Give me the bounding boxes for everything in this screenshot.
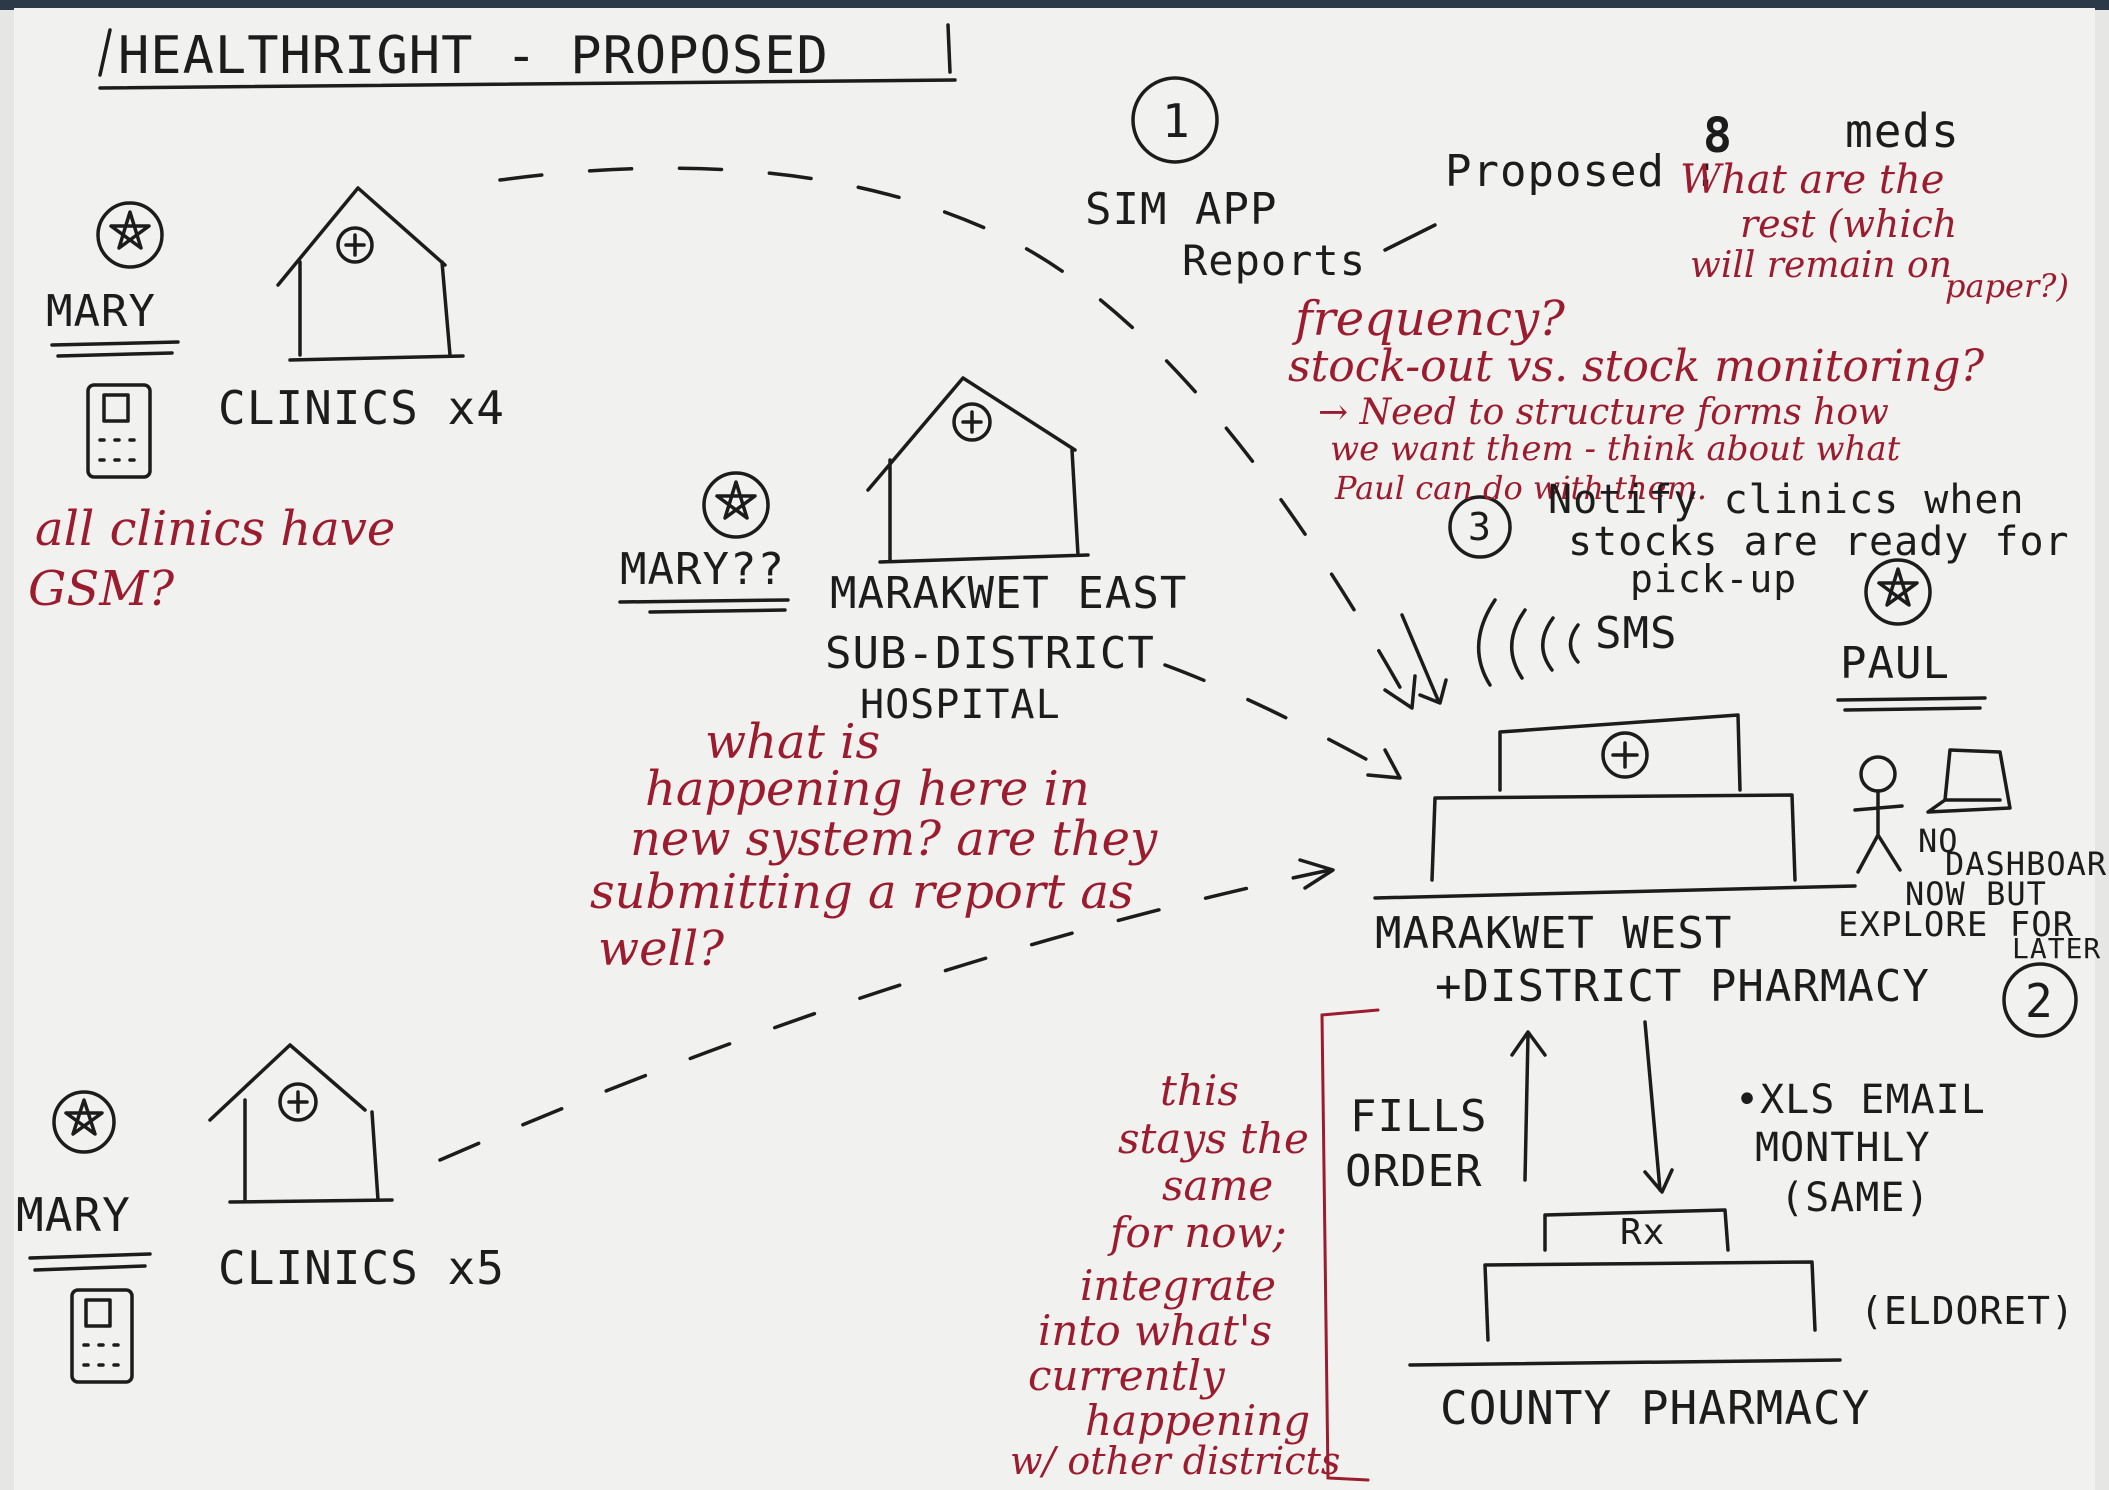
title-frame [98,23,957,90]
note-stays-same-9: w/ other districts [1010,1439,1341,1483]
diagram-title: HEALTHRIGHT - PROPOSED [118,26,829,86]
county-pharmacy-building [1408,1208,1842,1367]
note-stays-same-8: happening [1085,1396,1311,1445]
district-pharmacy-line-1: MARAKWET WEST [1375,908,1733,959]
reports-label: Reports [1182,236,1367,285]
arrowhead-hospital [1366,748,1402,780]
note-stays-same-7: currently [1028,1351,1225,1400]
note-frequency: frequency? [1295,291,1565,347]
note-what-rest-1: What are the [1680,157,1945,203]
note-stays-same-4: for now; [1110,1208,1287,1257]
sub-district-line-1: MARAKWET EAST [830,568,1188,619]
eldoret-label: (ELDORET) [1860,1289,2075,1333]
note-happening-2: happening here in [645,761,1090,817]
rx-label: Rx [1620,1212,1666,1253]
paul-underline [1836,696,1987,712]
note-what-rest-4: paper?) [1945,267,2069,305]
note-happening-5: well? [598,921,724,977]
star-icon-mary-bottom [52,1090,116,1154]
step-1-label: 1 [1162,94,1191,148]
sms-wave-icon [1477,598,1580,687]
step-2-circle [2002,962,2078,1038]
xls-email-1: •XLS EMAIL [1735,1077,1986,1123]
step-2-label: 2 [2025,974,2054,1028]
sim-proposed-connector [1383,223,1437,252]
note-stays-same-3: same [1162,1161,1274,1210]
star-icon-paul [1864,558,1932,626]
paul-label: PAUL [1840,638,1950,689]
fills-order-1: FILLS [1350,1091,1488,1142]
arrowhead-bottom [1298,858,1335,890]
dashed-arrow-hospital [1163,663,1397,777]
clinics-top-label: CLINICS x4 [218,381,505,435]
laptop-icon [1926,748,2012,814]
mary-top-underline [50,340,180,358]
note-happening-1: what is [705,714,881,770]
no-dashboard-4: EXPLORE FOR [1838,905,2075,945]
district-pharmacy-line-2: +DISTRICT PHARMACY [1435,961,1930,1012]
county-pharmacy-label: COUNTY PHARMACY [1440,1381,1871,1435]
clinic-house-bottom [208,1043,394,1204]
notify-arrow [1400,613,1448,705]
note-happening-3: new system? are they [630,811,1158,867]
xls-email-2: MONTHLY [1755,1125,1931,1171]
proposed-prefix: Proposed : [1445,146,1720,197]
no-dashboard-5: LATER [2012,932,2102,965]
no-dashboard-2: DASHBOARD [1945,845,2109,883]
fills-order-2: ORDER [1345,1146,1483,1197]
notify-line-1: Notify clinics when [1548,477,2025,523]
phone-icon-bottom [70,1288,134,1384]
note-structure-3: Paul can do with them. [1335,469,1708,507]
mary-top-label: MARY [46,286,156,337]
clinic-house-top [276,186,465,362]
phone-icon-top [86,383,152,479]
arrowhead-top [1383,674,1417,710]
step-3-label: 3 [1468,505,1492,549]
note-stays-same-1: this [1160,1066,1239,1115]
step-3-circle [1448,495,1512,559]
note-structure-1: → Need to structure forms how [1318,392,1889,433]
note-all-clinics-2: GSM? [28,561,175,617]
dashed-arrow-top [498,166,1412,707]
stays-same-bracket [1320,1008,1380,1482]
sub-district-line-3: HOSPITAL [860,682,1061,728]
sim-app-label: SIM APP [1085,184,1278,235]
note-all-clinics-1: all clinics have [35,501,396,557]
hospital-house-mid [866,376,1090,564]
mary-mid-underline [618,598,790,614]
xls-email-arrow [1643,1020,1674,1194]
note-stays-same-5: integrate [1080,1261,1276,1310]
no-dashboard-1: NO [1918,822,1959,860]
clinics-bottom-label: CLINICS x5 [218,1241,505,1295]
note-what-rest-3: will remain on [1690,245,1952,286]
star-icon-mary-top [96,201,164,269]
dashed-arrow-bottom [438,868,1332,1162]
mary-bottom-underline [28,1252,152,1272]
note-what-rest-2: rest (which [1740,202,1958,246]
note-stock-out: stock-out vs. stock monitoring? [1288,341,1985,392]
top-edge-bar [0,0,2109,10]
notify-line-3: pick-up [1630,557,1798,601]
proposed-suffix: meds [1845,104,1960,158]
note-structure-2: we want them - think about what [1330,429,1901,469]
paper-sheet [14,8,2095,1490]
district-pharmacy-building [1373,713,1857,900]
proposed-value: 8 [1703,108,1733,164]
no-dashboard-3: NOW BUT [1905,875,2047,913]
sub-district-line-2: SUB-DISTRICT [825,628,1155,679]
mary-mid-label: MARY?? [620,544,785,595]
paul-stick-figure [1853,755,1904,874]
xls-email-3: (SAME) [1780,1175,1931,1221]
notify-line-2: stocks are ready for [1568,519,2070,565]
mary-bottom-label: MARY [16,1188,131,1242]
fills-order-arrow [1510,1030,1547,1182]
note-stays-same-2: stays the [1118,1114,1309,1163]
note-stays-same-6: into what's [1038,1306,1273,1355]
star-icon-mary-mid [702,471,770,539]
step-1-circle [1131,76,1219,164]
sms-label: SMS [1595,608,1678,659]
note-happening-4: submitting a report as [590,864,1134,920]
